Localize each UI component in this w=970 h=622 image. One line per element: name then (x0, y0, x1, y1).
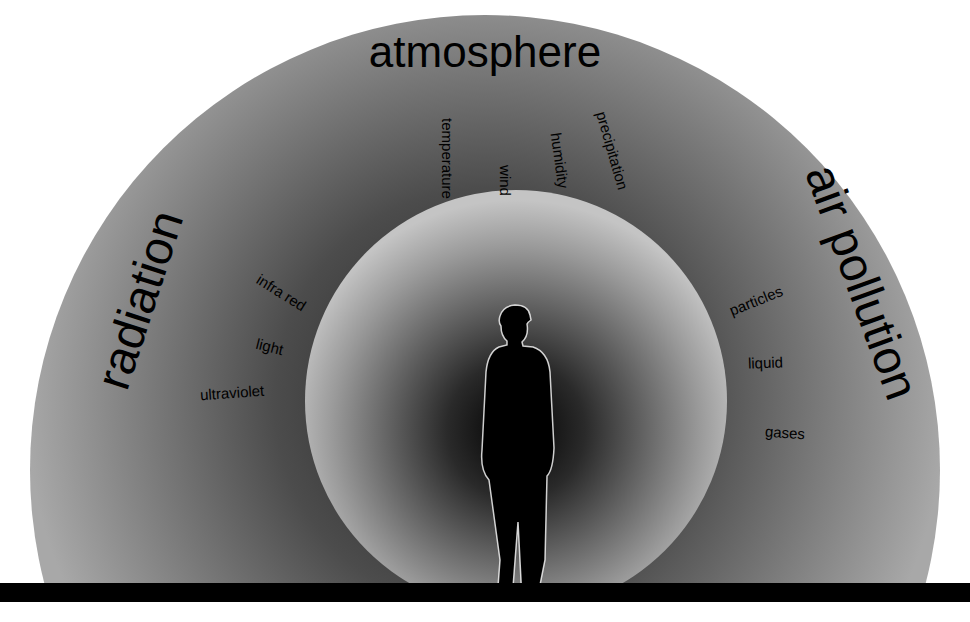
factor-label: gases (765, 423, 806, 441)
outer-dome (30, 15, 940, 583)
group-heading: atmosphere (369, 30, 601, 74)
dome-shape (30, 15, 940, 583)
person-silhouette (482, 305, 554, 600)
environment-dome: atmospheretemperaturewindhumidityprecipi… (30, 15, 940, 583)
ground-bar (0, 583, 970, 602)
inner-circle (305, 190, 727, 583)
factor-label: ultraviolet (199, 382, 264, 401)
factor-label: wind (497, 165, 512, 196)
factor-label: temperature (440, 118, 455, 199)
factor-label: liquid (748, 354, 784, 370)
